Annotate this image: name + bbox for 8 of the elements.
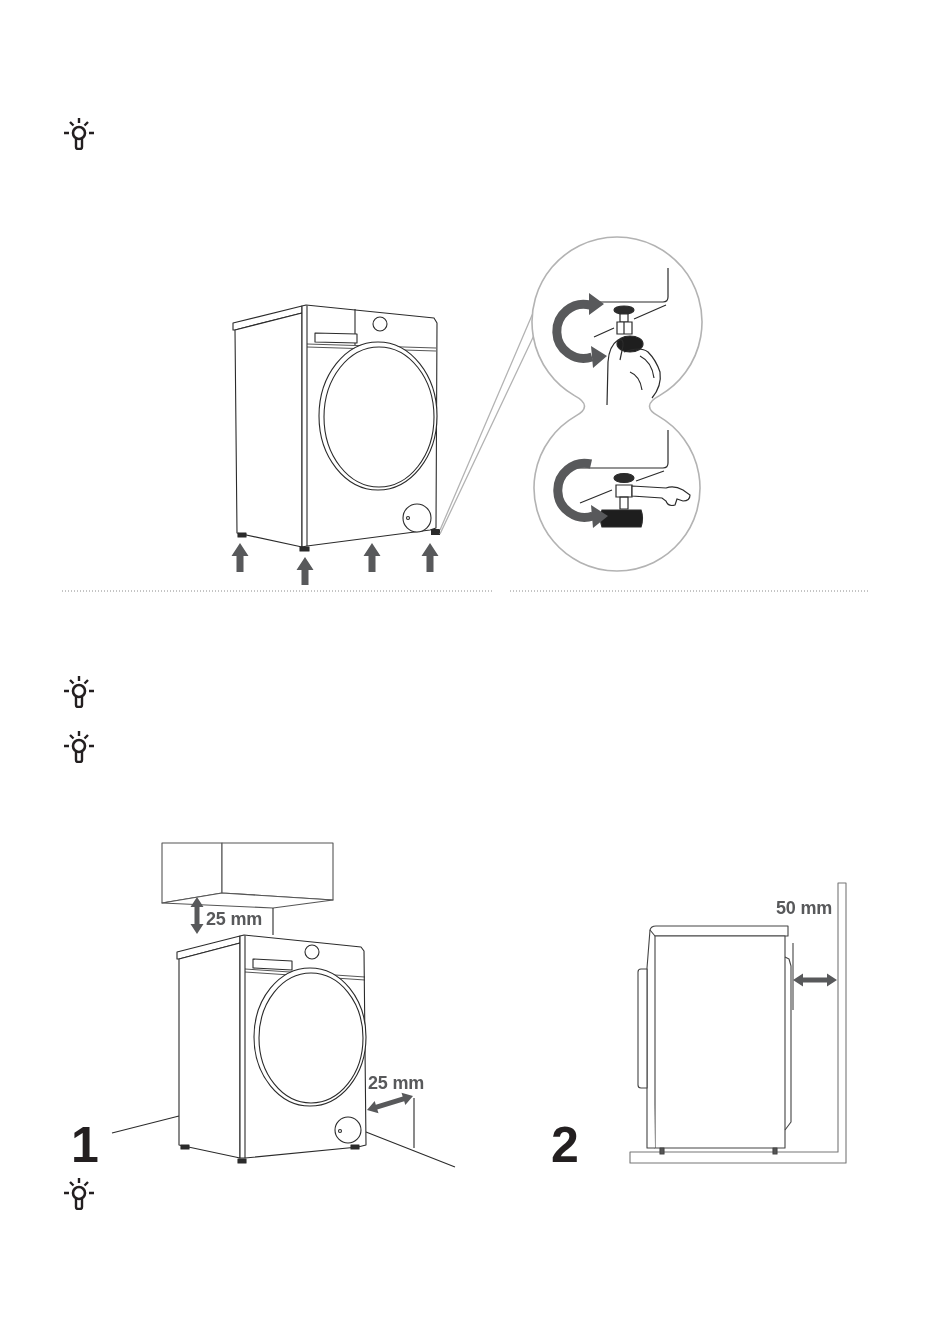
dimension-label: 25 mm: [368, 1074, 425, 1092]
leveling-foot: [431, 529, 440, 535]
step-number: 1: [71, 1120, 99, 1170]
magnifier-lines: [439, 313, 534, 535]
dimension-label: 25 mm: [206, 910, 263, 928]
dimension-label: 50 mm: [776, 899, 833, 917]
step-number: 2: [551, 1120, 579, 1170]
leveling-foot-detail: [531, 236, 703, 572]
